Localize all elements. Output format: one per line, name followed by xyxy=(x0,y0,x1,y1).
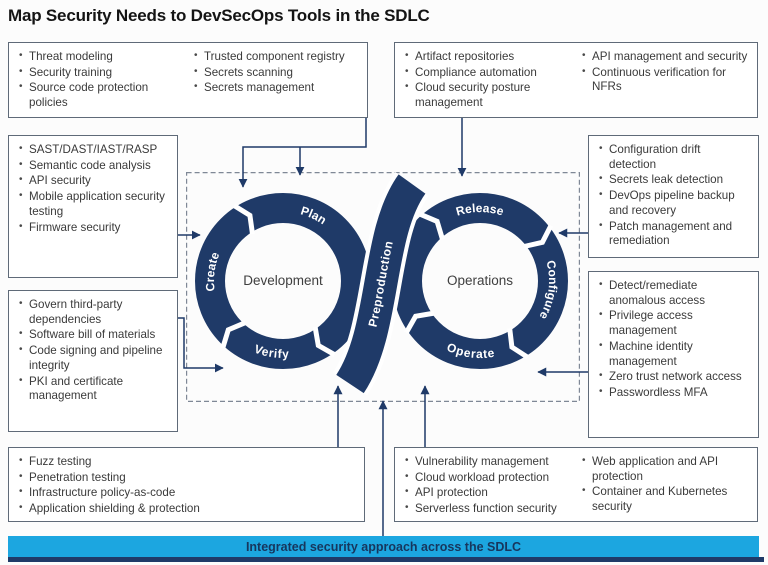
list-item: Infrastructure policy-as-code xyxy=(18,486,355,501)
list-item: Serverless function security xyxy=(404,502,571,517)
box-operate-protection-tools: Vulnerability managementCloud workload p… xyxy=(394,447,758,522)
list-item: API security xyxy=(18,174,168,189)
tool-list: API management and securityContinuous ve… xyxy=(581,50,748,110)
list-item: PKI and certificate management xyxy=(18,375,168,404)
box-release-tools: Artifact repositoriesCompliance automati… xyxy=(394,42,758,118)
list-item: Machine identity management xyxy=(598,340,749,369)
list-item: Cloud workload protection xyxy=(404,471,571,486)
operations-label: Operations xyxy=(447,273,513,288)
list-item: Code signing and pipeline integrity xyxy=(18,344,168,373)
list-item: Secrets leak detection xyxy=(598,173,749,188)
list-item: Penetration testing xyxy=(18,471,355,486)
list-item: Zero trust network access xyxy=(598,370,749,385)
banner-label: Integrated security approach across the … xyxy=(245,539,522,554)
tool-list: Detect/remediate anomalous accessPrivile… xyxy=(598,279,749,430)
box-verify-tools: Govern third-party dependenciesSoftware … xyxy=(8,290,178,432)
tool-list: Threat modelingSecurity trainingSource c… xyxy=(18,50,183,110)
tool-list: Trusted component registrySecrets scanni… xyxy=(193,50,358,110)
list-item: Fuzz testing xyxy=(18,455,355,470)
list-item: Vulnerability management xyxy=(404,455,571,470)
development-label: Development xyxy=(243,273,323,288)
list-item: Threat modeling xyxy=(18,50,183,65)
bottom-navy-strip xyxy=(8,557,764,562)
tool-list: SAST/DAST/IAST/RASPSemantic code analysi… xyxy=(18,143,168,270)
list-item: Configuration drift detection xyxy=(598,143,749,172)
list-item: Detect/remediate anomalous access xyxy=(598,279,749,308)
segment-gap-chevrons xyxy=(220,203,554,360)
tool-list: Vulnerability managementCloud workload p… xyxy=(404,455,571,517)
list-item: Cloud security posture management xyxy=(404,81,571,110)
list-item: API management and security xyxy=(581,50,748,65)
list-item: Semantic code analysis xyxy=(18,159,168,174)
box-operate-tools: Detect/remediate anomalous accessPrivile… xyxy=(588,271,759,438)
integrated-security-banner: Integrated security approach across the … xyxy=(8,536,759,557)
list-item: DevOps pipeline backup and recovery xyxy=(598,189,749,218)
list-item: Secrets scanning xyxy=(193,66,358,81)
list-item: Secrets management xyxy=(193,81,358,96)
list-item: Artifact repositories xyxy=(404,50,571,65)
tool-list: Artifact repositoriesCompliance automati… xyxy=(404,50,571,110)
list-item: SAST/DAST/IAST/RASP xyxy=(18,143,168,158)
list-item: Privilege access management xyxy=(598,309,749,338)
box-verify-testing-tools: Fuzz testingPenetration testingInfrastru… xyxy=(8,447,365,522)
page-title: Map Security Needs to DevSecOps Tools in… xyxy=(8,6,430,25)
devsecops-loop-diagram: Create Plan Verify Release Configure Ope… xyxy=(186,172,580,402)
segment-label-release: Release xyxy=(454,201,505,219)
box-plan-create-tools: Threat modelingSecurity trainingSource c… xyxy=(8,42,368,118)
box-configure-tools: Configuration drift detectionSecrets lea… xyxy=(588,135,759,258)
list-item: Source code protection policies xyxy=(18,81,183,110)
list-item: Mobile application security testing xyxy=(18,190,168,219)
list-item: Patch management and remediation xyxy=(598,220,749,249)
list-item: Security training xyxy=(18,66,183,81)
tool-list: Web application and API protectionContai… xyxy=(581,455,748,514)
tool-list: Govern third-party dependenciesSoftware … xyxy=(18,298,168,424)
development-ring xyxy=(195,193,371,369)
list-item: API protection xyxy=(404,486,571,501)
tool-list: Configuration drift detectionSecrets lea… xyxy=(598,143,749,250)
list-item: Container and Kubernetes security xyxy=(581,485,748,514)
tool-list: Fuzz testingPenetration testingInfrastru… xyxy=(18,455,355,517)
list-item: Passwordless MFA xyxy=(598,386,749,401)
list-item: Govern third-party dependencies xyxy=(18,298,168,327)
list-item: Trusted component registry xyxy=(193,50,358,65)
operations-ring xyxy=(392,193,568,369)
list-item: Application shielding & protection xyxy=(18,502,355,517)
list-item: Continuous verification for NFRs xyxy=(581,66,748,95)
box-create-tools: SAST/DAST/IAST/RASPSemantic code analysi… xyxy=(8,135,178,278)
list-item: Web application and API protection xyxy=(581,455,748,484)
list-item: Software bill of materials xyxy=(18,328,168,343)
list-item: Compliance automation xyxy=(404,66,571,81)
list-item: Firmware security xyxy=(18,221,168,236)
